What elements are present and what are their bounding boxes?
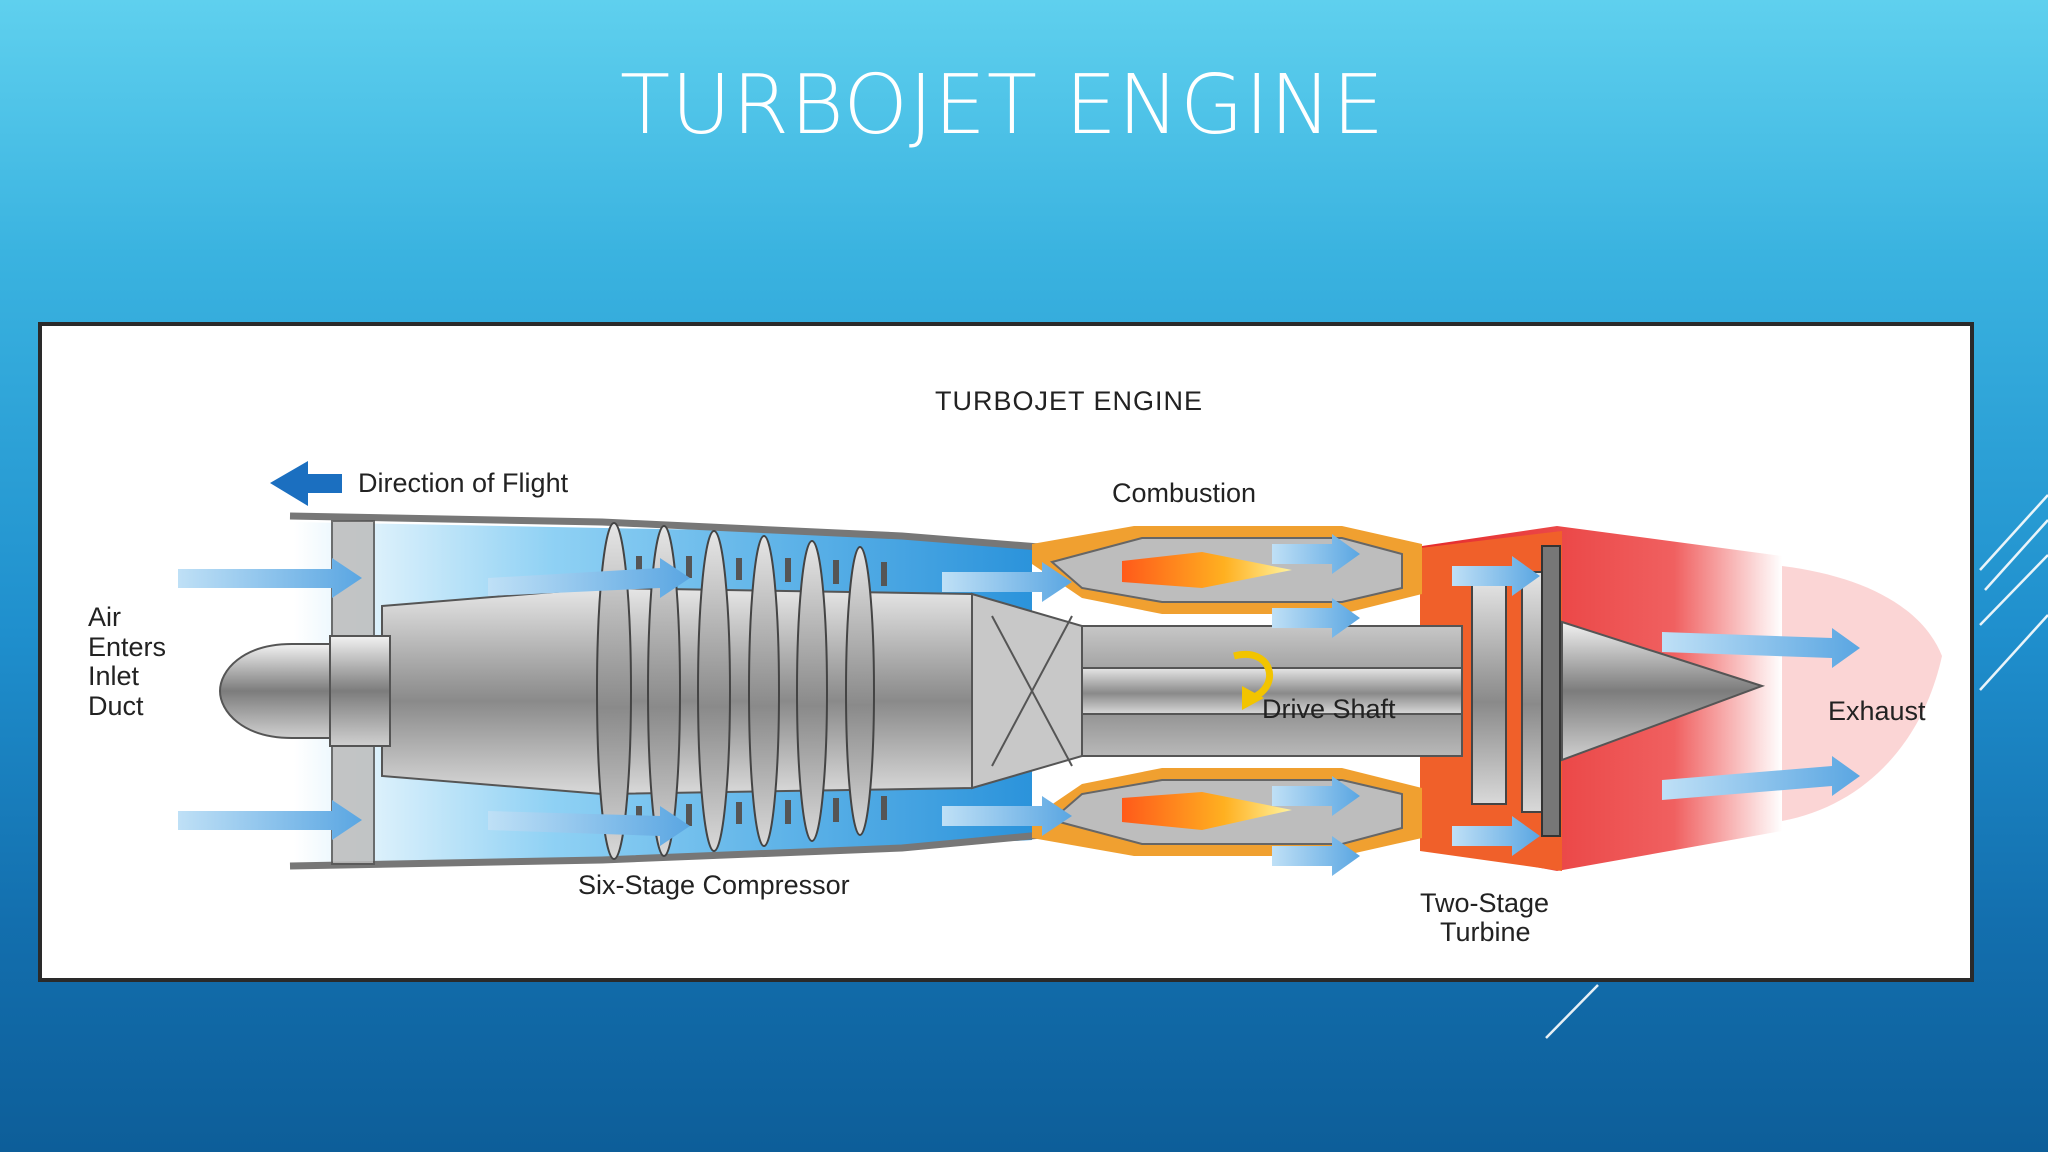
inlet-hub (329, 635, 391, 747)
engine-casing-bottom (289, 830, 1053, 870)
turbine-blades-outer (1541, 545, 1561, 837)
label-turbine-line2: Turbine (1440, 917, 1531, 947)
label-air-line3: Inlet (88, 661, 140, 691)
rotation-arrowhead-icon (1242, 686, 1264, 710)
label-air-line2: Enters (88, 632, 166, 662)
exhaust-cone (1561, 620, 1766, 762)
diffuser-struts (991, 615, 1073, 767)
flame-bottom (1122, 792, 1292, 830)
slide-title: TURBOJET ENGINE (620, 58, 1386, 153)
label-air-line4: Duct (88, 691, 144, 721)
engine-casing-top (289, 512, 1053, 552)
compressor-stages (596, 522, 875, 860)
airflow-arrows (178, 534, 1860, 876)
diffuser-housing (971, 592, 1083, 790)
label-exhaust: Exhaust (1828, 696, 1926, 726)
diagram-title: TURBOJET ENGINE (935, 386, 1203, 416)
turbojet-diagram-svg: TURBOJET ENGINE Direction of Flight (88, 386, 1942, 947)
label-air-line1: Air (88, 602, 121, 632)
direction-arrow-icon (270, 461, 342, 506)
label-compressor: Six-Stage Compressor (578, 870, 850, 900)
rotation-arrow-icon (1233, 650, 1273, 702)
label-direction-of-flight: Direction of Flight (358, 468, 569, 498)
label-combustion: Combustion (1112, 478, 1256, 508)
flame-top (1122, 552, 1292, 588)
turbojet-diagram: TURBOJET ENGINE Direction of Flight (38, 322, 1974, 982)
label-drive-shaft: Drive Shaft (1262, 694, 1396, 724)
exhaust-plume (1782, 566, 1942, 821)
label-turbine-line1: Two-Stage (1420, 888, 1549, 918)
